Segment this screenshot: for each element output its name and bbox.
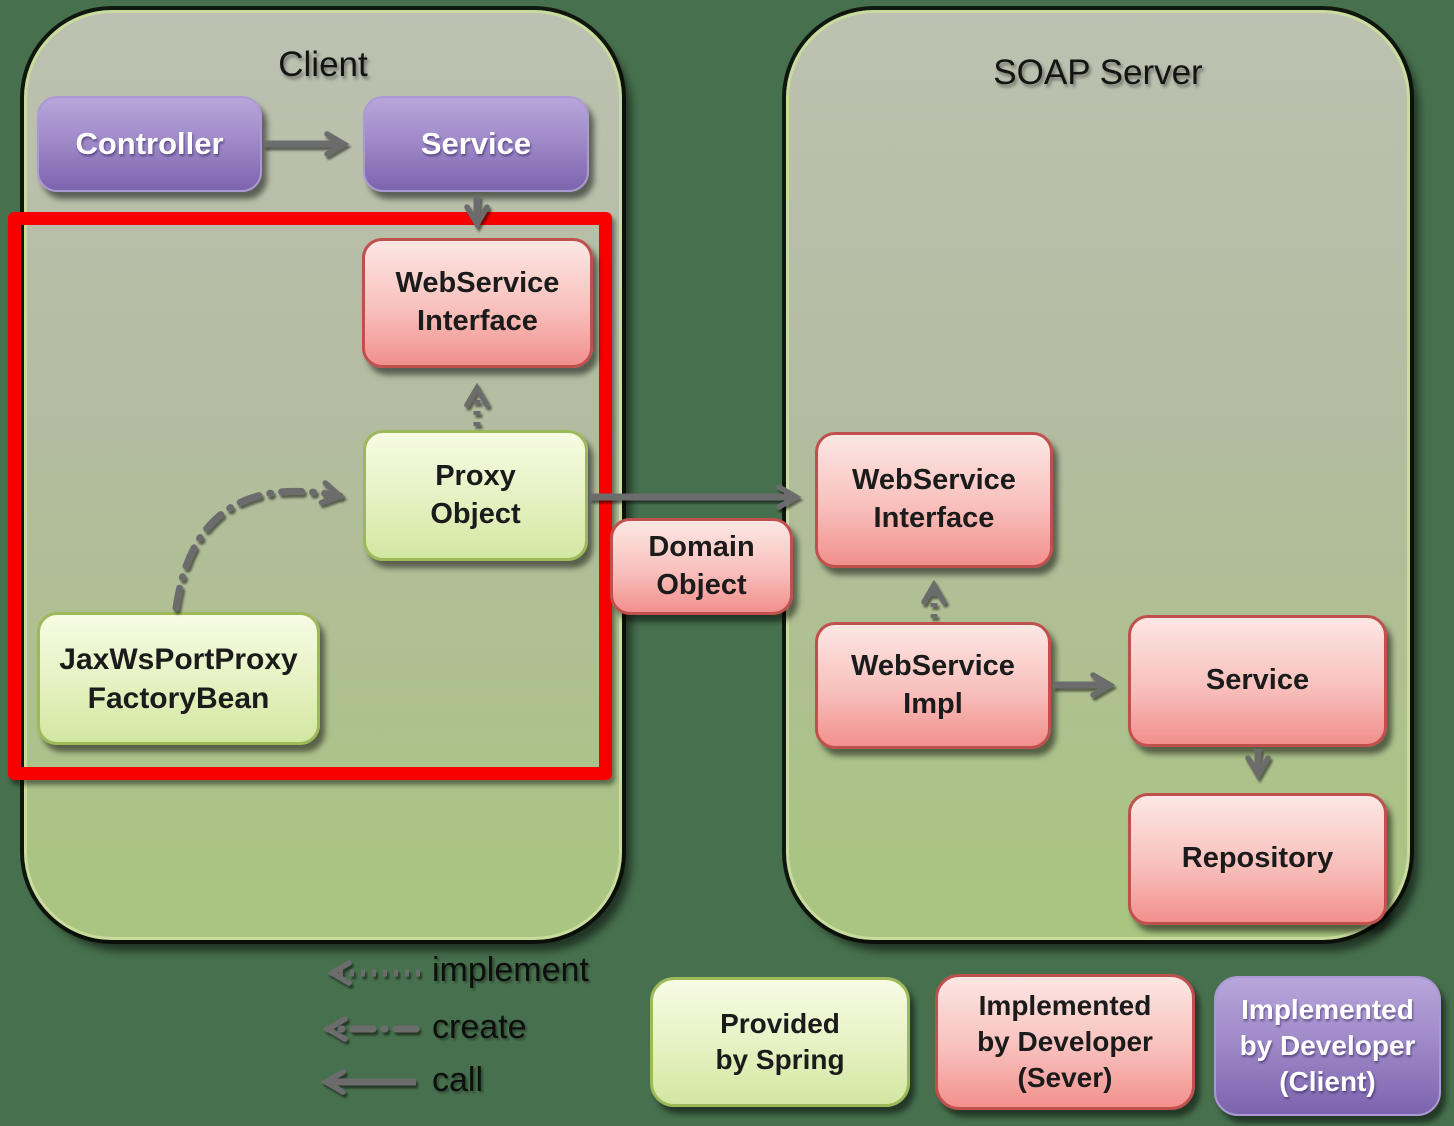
- domain-object-box: Domain Object: [610, 518, 793, 615]
- client-title: Client: [278, 45, 368, 84]
- legend-implemented-by-developer-client-box: Implemented by Developer (Client): [1214, 976, 1441, 1116]
- server-service-box: Service: [1128, 615, 1387, 747]
- jaxws-port-proxy-factory-bean-box: JaxWsPortProxy FactoryBean: [37, 612, 320, 745]
- legend-call-label: call: [432, 1061, 484, 1099]
- soap-server-title: SOAP Server: [993, 53, 1203, 92]
- webservice-impl-box: WebService Impl: [815, 622, 1051, 749]
- proxy-object-box: Proxy Object: [363, 430, 588, 561]
- server-webservice-interface-box: WebService Interface: [815, 432, 1053, 568]
- repository-box: Repository: [1128, 793, 1387, 925]
- legend-implement-label: implement: [432, 951, 589, 989]
- legend-implemented-by-developer-server-box: Implemented by Developer (Sever): [935, 974, 1195, 1110]
- legend-provided-by-spring-box: Provided by Spring: [650, 977, 910, 1107]
- spring-proxy-highlight-rect: [8, 212, 612, 780]
- client-webservice-interface-box: WebService Interface: [362, 238, 593, 368]
- client-service-box: Service: [363, 96, 589, 192]
- legend-create-label: create: [432, 1008, 527, 1046]
- controller-box: Controller: [37, 96, 262, 192]
